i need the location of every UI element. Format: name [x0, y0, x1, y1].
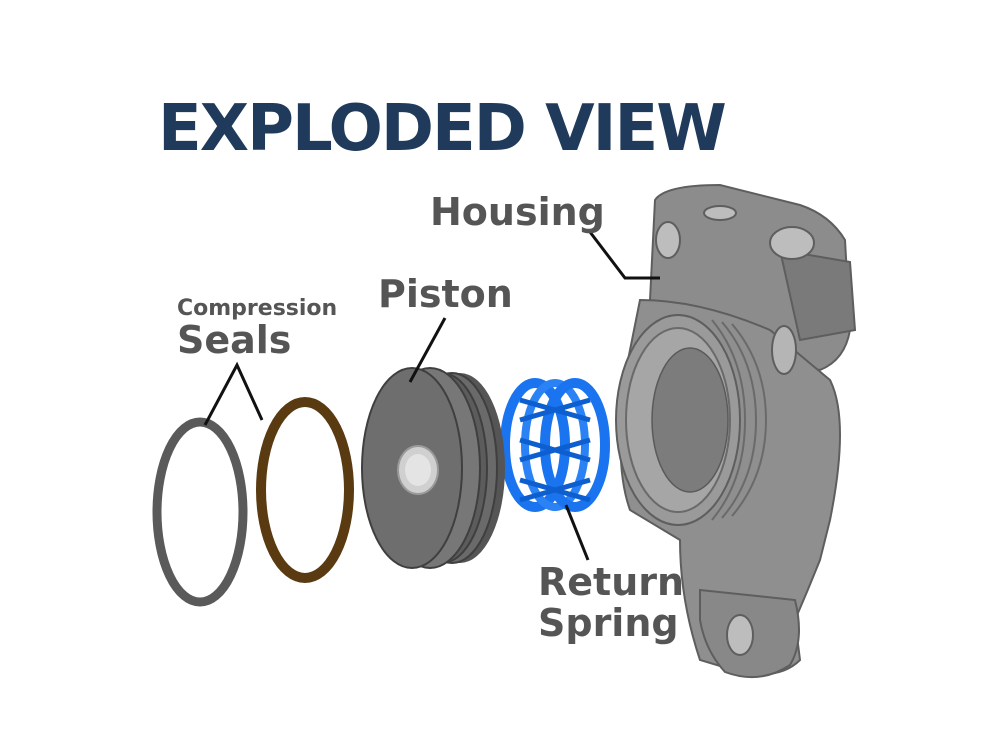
housing-leader-line — [588, 231, 660, 280]
spring-leader-line — [564, 504, 590, 561]
compression-seal-brown — [256, 397, 354, 583]
seals-leader-line — [203, 361, 264, 426]
seals-label: Seals — [177, 318, 292, 362]
piston-part — [361, 367, 505, 569]
housing-part — [615, 183, 857, 679]
piston-label: Piston — [378, 272, 513, 316]
compression-seal-gray — [152, 417, 248, 607]
housing-label: Housing — [430, 190, 605, 234]
diagram-title: EXPLODED VIEW — [158, 92, 727, 166]
spring-label: Spring — [538, 601, 679, 645]
return-spring-part — [500, 378, 610, 512]
return-label: Return — [538, 560, 685, 604]
piston-leader-line — [408, 317, 447, 383]
compression-label: Compression — [177, 296, 338, 321]
